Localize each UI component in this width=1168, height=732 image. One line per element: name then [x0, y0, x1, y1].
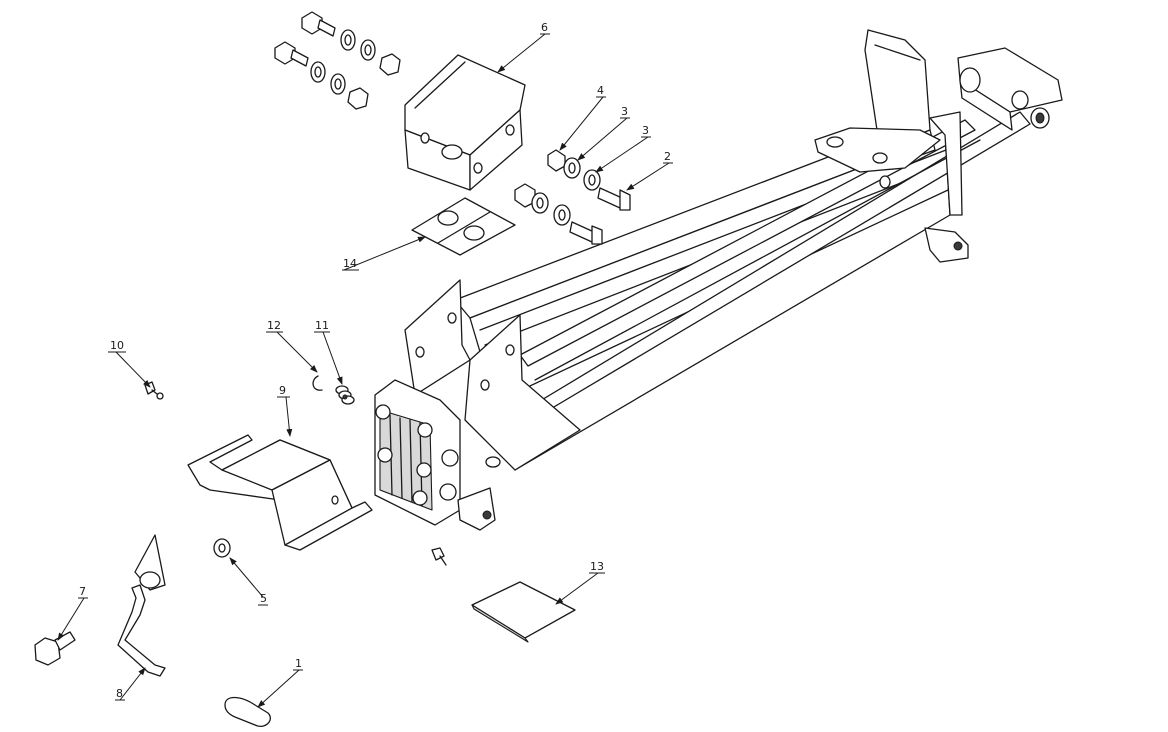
front-side-plate	[404, 279, 581, 471]
callout-1: 1	[295, 657, 302, 670]
part-5-washer	[213, 538, 231, 558]
callout-10: 10	[110, 339, 124, 352]
part-8-crank	[117, 534, 166, 677]
part-14-plate	[411, 197, 516, 256]
part-9-cover	[187, 434, 373, 551]
hardware-row-top	[274, 11, 401, 110]
part-13-pad	[471, 581, 576, 643]
callout-7: 7	[79, 585, 86, 598]
callout-leaders	[57, 33, 673, 708]
callout-4: 4	[597, 84, 604, 97]
callout-3-lower: 3	[642, 124, 649, 137]
hardware-row-middle	[514, 149, 631, 245]
loose-screw	[431, 547, 447, 566]
callout-9: 9	[279, 384, 286, 397]
callout-6: 6	[541, 21, 548, 34]
rear-foot	[924, 227, 969, 263]
part-12-clip	[312, 375, 323, 391]
callout-14: 14	[343, 257, 357, 270]
callout-5: 5	[260, 592, 267, 605]
callout-2: 2	[664, 150, 671, 163]
callout-11: 11	[315, 319, 329, 332]
callout-8: 8	[116, 687, 123, 700]
callout-3-upper: 3	[621, 105, 628, 118]
push-plate	[814, 127, 941, 189]
front-block	[374, 379, 496, 531]
part-7-bolt	[34, 631, 76, 666]
part-1-grip	[224, 696, 271, 727]
callout-13: 13	[590, 560, 604, 573]
part-6-bracket	[404, 54, 526, 191]
cylinder-end-block	[957, 47, 1063, 131]
main-beam	[454, 111, 1031, 471]
callout-12: 12	[267, 319, 281, 332]
part-11-spring	[335, 385, 355, 405]
callout-labels: 1 2 3 3 4 5 6 7 8 9 10 11 12 13 14	[79, 21, 671, 700]
